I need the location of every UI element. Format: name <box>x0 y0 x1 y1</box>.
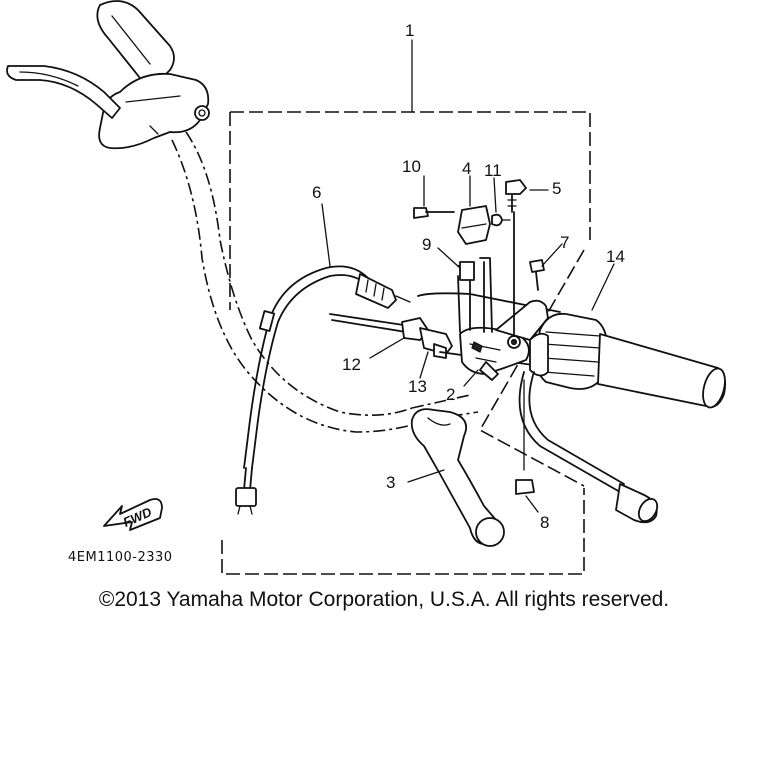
callout-14: 14 <box>606 247 625 266</box>
throttle-cable <box>518 371 659 524</box>
switch-wire-lead <box>235 467 257 515</box>
copyright-notice: ©2013 Yamaha Motor Corporation, U.S.A. A… <box>98 588 670 611</box>
clutch-cable <box>243 265 411 469</box>
mirror-bracket <box>457 257 493 333</box>
callout-5: 5 <box>552 179 561 198</box>
callout-leaders <box>321 175 615 513</box>
lever-clamp <box>413 205 511 245</box>
callout-8: 8 <box>540 513 549 532</box>
callout-11: 11 <box>484 161 502 180</box>
diagram-part-number: 4EM1100-2330 <box>68 550 173 565</box>
callout-1: 1 <box>405 21 414 40</box>
left-switch-housing <box>98 72 210 150</box>
callout-9: 9 <box>422 235 431 254</box>
brake-switch-assembly <box>329 313 453 359</box>
right-grip <box>597 333 727 409</box>
screw-7 <box>529 259 545 291</box>
lever-holder <box>459 299 549 381</box>
callout-labels: 1 2 3 4 5 6 7 8 9 10 11 12 13 14 <box>312 21 625 532</box>
bolt-5 <box>505 179 527 337</box>
callout-10: 10 <box>402 157 421 176</box>
callout-13: 13 <box>408 377 427 396</box>
nut-8 <box>515 379 535 495</box>
callout-12: 12 <box>342 355 361 374</box>
callout-6: 6 <box>312 183 321 202</box>
left-lever <box>6 65 121 119</box>
brake-lever <box>410 408 505 547</box>
handlebar-outline <box>171 131 479 433</box>
left-grip <box>96 0 175 84</box>
forward-direction-arrow: FWD <box>103 498 163 531</box>
callout-3: 3 <box>386 473 395 492</box>
callout-7: 7 <box>560 233 569 252</box>
callout-2: 2 <box>446 385 455 404</box>
callout-4: 4 <box>462 159 471 178</box>
